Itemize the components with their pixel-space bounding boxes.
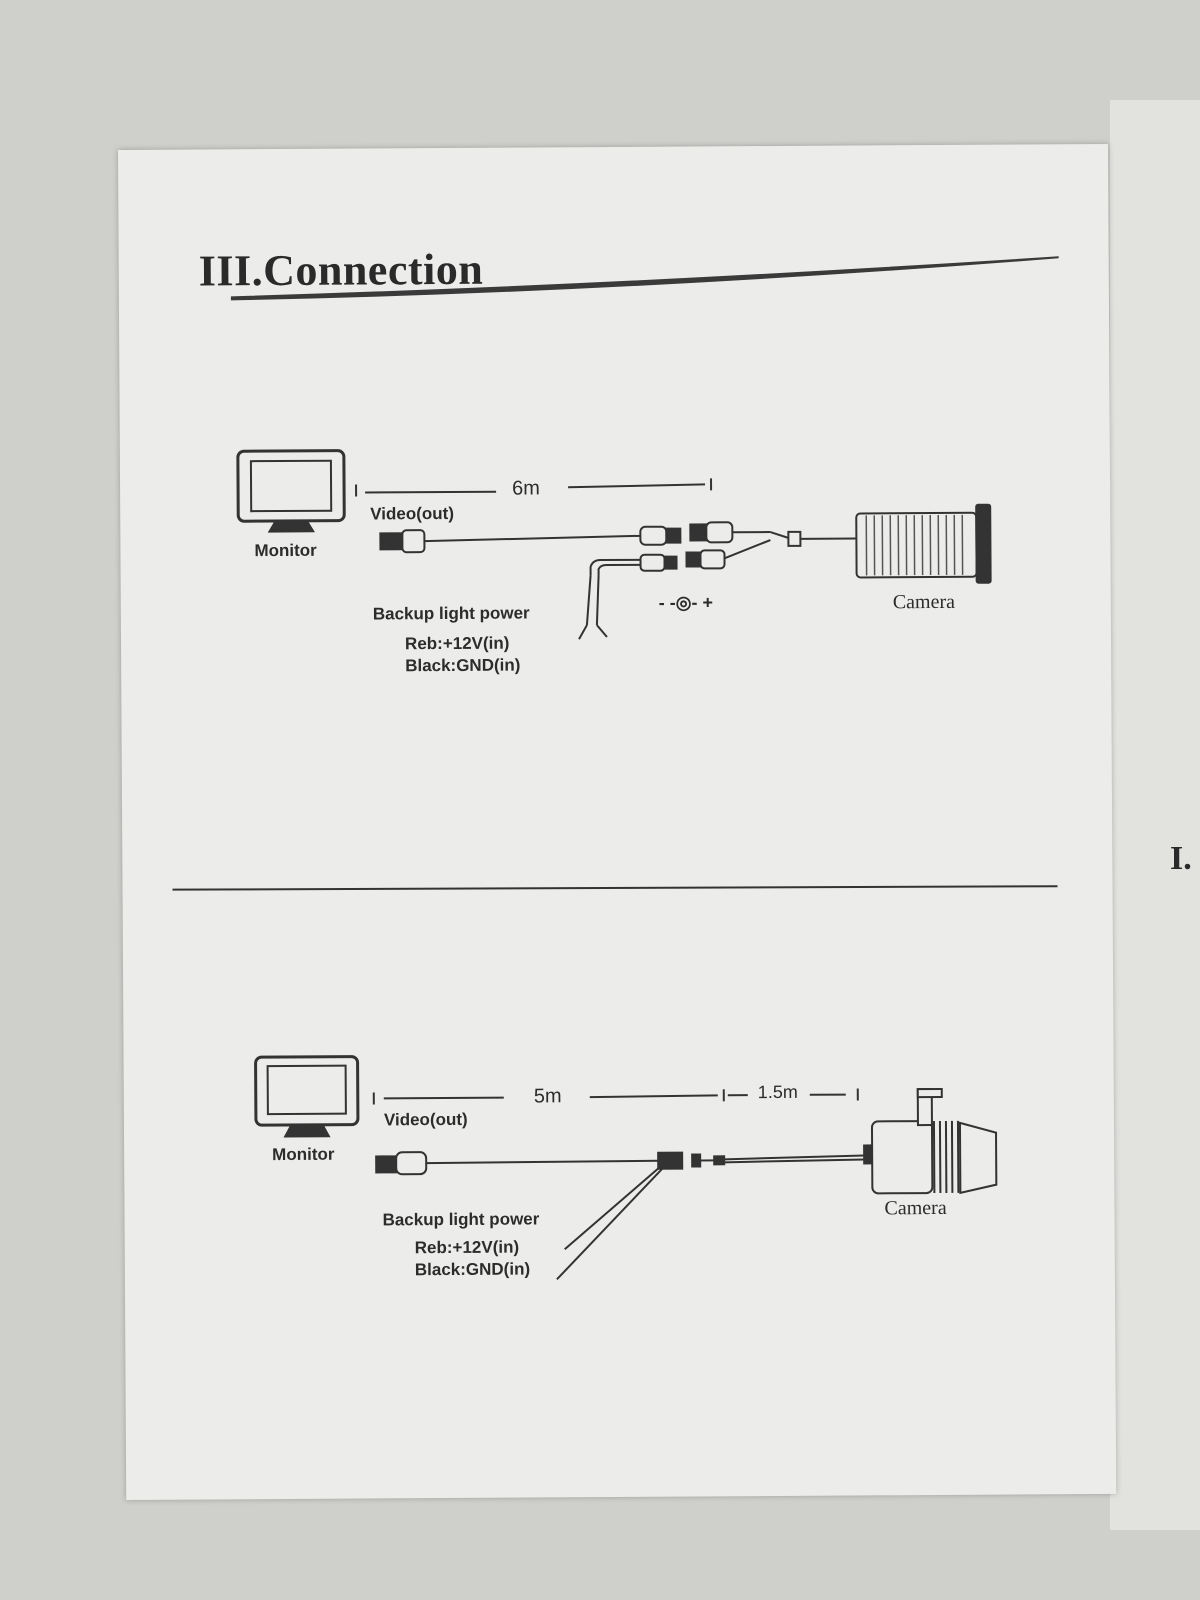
diagram1-polarity-symbol: - -◎- + [658,592,714,613]
diagram2-power-title: Backup light power [382,1209,540,1230]
diagram1-dimension-line [355,478,713,497]
diagram2-video-label: Video(out) [383,1109,468,1130]
diagram1-power-coupler [578,530,857,640]
diagram1-distance-label: 6m [512,477,540,500]
title-underline [230,256,1059,301]
diagram1-power-black: Black:GND(in) [405,655,521,676]
diagram2-monitor-label: Monitor [272,1144,335,1165]
diagram2-monitor-plug [375,1151,659,1176]
diagram2-power-black: Black:GND(in) [414,1259,531,1280]
diagram2-extension-label: 1.5m [757,1081,798,1103]
connection-diagrams [172,256,1059,1281]
diagram1-power-red: Reb:+12V(in) [404,633,510,654]
diagram1-monitor-plug [379,529,641,554]
diagram1-camera-icon [855,503,992,584]
diagram1-monitor-label: Monitor [254,540,317,561]
diagram2-dimension-line [372,1088,859,1105]
diagram2-cable-connector [556,1151,865,1281]
diagram2-camera-label: Camera [884,1196,947,1220]
diagram-separator [172,885,1058,891]
diagram1-power-title: Backup light power [372,603,530,624]
adjacent-page: I. [1110,100,1200,1530]
diagram2-camera-icon [863,1087,998,1195]
diagram1-video-coupler [639,521,771,546]
diagram2-distance-label: 5m [533,1085,562,1108]
diagram1-camera-label: Camera [892,590,956,614]
adjacent-page-heading: I. [1170,840,1192,877]
diagram1-monitor-icon [236,449,346,533]
manual-page: III.Connection [118,143,1117,1500]
diagram2-power-red: Reb:+12V(in) [414,1237,520,1258]
diagram2-monitor-icon [254,1055,360,1138]
diagram1-video-label: Video(out) [370,503,455,524]
